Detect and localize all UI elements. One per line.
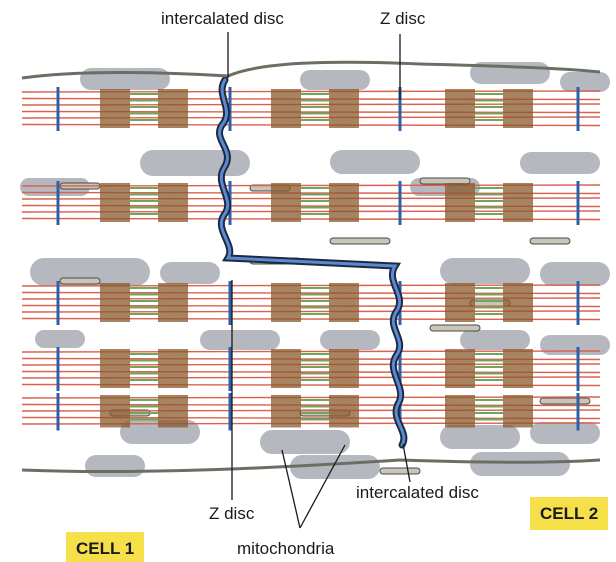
reticulum-tubule — [330, 238, 390, 244]
mitochondrion — [520, 152, 600, 174]
a-band-dark — [271, 89, 301, 128]
a-band-dark — [100, 349, 130, 388]
a-band-dark — [329, 183, 359, 222]
a-band-dark — [329, 89, 359, 128]
label-z-disc-bottom: Z disc — [209, 505, 254, 522]
a-band-dark — [100, 183, 130, 222]
intercalated-disc-layer — [219, 80, 403, 445]
mitochondrion — [330, 150, 420, 174]
label-mitochondria: mitochondria — [237, 540, 334, 557]
label-intercalated-disc-top: intercalated disc — [161, 10, 284, 27]
a-band-dark — [158, 183, 188, 222]
a-band-dark — [503, 183, 533, 222]
a-band-dark — [100, 283, 130, 322]
label-intercalated-disc-bottom: intercalated disc — [356, 484, 479, 501]
a-band-dark — [271, 183, 301, 222]
a-band-dark — [271, 349, 301, 388]
a-band-dark — [445, 89, 475, 128]
a-band-dark — [329, 349, 359, 388]
label-cell-2: CELL 2 — [530, 497, 608, 530]
mitochondrion — [320, 330, 380, 350]
a-band-dark — [271, 395, 301, 428]
mitochondrion — [200, 330, 280, 350]
reticulum-tubule — [530, 238, 570, 244]
a-band-dark — [158, 349, 188, 388]
mitochondrion — [260, 430, 350, 454]
mitochondrion — [530, 422, 600, 444]
a-band-dark — [329, 283, 359, 322]
mitochondrion — [440, 258, 530, 284]
a-band-dark — [445, 183, 475, 222]
mitochondrion — [85, 455, 145, 477]
reticulum-tubule — [380, 468, 420, 474]
a-band-dark — [503, 283, 533, 322]
mitochondrion — [560, 72, 610, 92]
mitochondrion — [440, 425, 520, 449]
leader-line — [403, 444, 410, 482]
a-band-dark — [329, 395, 359, 428]
reticulum-tubule — [430, 325, 480, 331]
a-band-dark — [158, 395, 188, 428]
a-band-dark — [503, 349, 533, 388]
mitochondrion — [460, 330, 530, 350]
label-z-disc-top: Z disc — [380, 10, 425, 27]
mitochondrion — [470, 452, 570, 476]
a-band-dark — [271, 283, 301, 322]
reticulum-tubule — [60, 278, 100, 284]
mitochondrion — [300, 70, 370, 90]
mitochondrion — [35, 330, 85, 348]
reticulum-tubule — [540, 398, 590, 404]
a-band-dark — [445, 349, 475, 388]
a-band-dark — [445, 395, 475, 428]
a-band-dark — [445, 283, 475, 322]
mitochondrion — [540, 262, 610, 286]
a-band-dark — [158, 89, 188, 128]
a-band-dark — [100, 89, 130, 128]
a-band-dark — [100, 395, 130, 428]
a-band-dark — [158, 283, 188, 322]
mitochondrion — [540, 335, 610, 355]
a-band-dark — [503, 395, 533, 428]
label-cell-1: CELL 1 — [66, 532, 144, 562]
mitochondrion — [160, 262, 220, 284]
a-band-dark — [503, 89, 533, 128]
mitochondrion — [140, 150, 250, 176]
